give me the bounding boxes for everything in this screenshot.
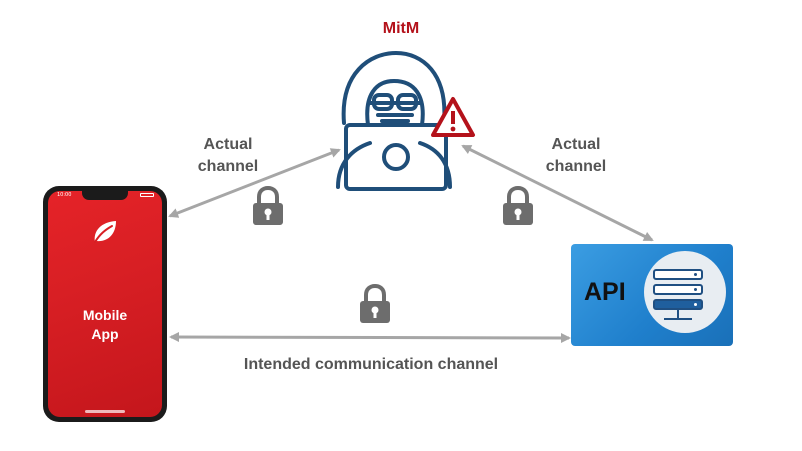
server-unit [653, 284, 703, 295]
actual-channel-left-arrow [168, 148, 341, 218]
actual-channel-right-arrow [461, 144, 654, 242]
server-stand [677, 310, 679, 319]
padlock-icon [503, 186, 533, 225]
padlock-icon [360, 284, 390, 323]
padlock-icon [253, 186, 283, 225]
mobile-app-label: Mobile App [82, 307, 128, 342]
warning-triangle-icon [431, 97, 475, 137]
phone-notch [82, 191, 128, 200]
actual-channel-right-label: Actual channel [545, 136, 607, 175]
home-indicator [85, 410, 125, 413]
intended-channel-label: Intended communication channel [243, 356, 499, 373]
server-unit [653, 269, 703, 280]
phone-screen: 10:00 Mobile App [48, 191, 162, 417]
battery-icon [140, 193, 154, 197]
server-base [664, 318, 692, 320]
api-box: API [571, 244, 733, 346]
mobile-phone: 10:00 Mobile App [43, 186, 167, 422]
intended-channel-arrow [169, 332, 571, 343]
server-unit [653, 299, 703, 310]
api-label: API [584, 278, 626, 306]
actual-channel-left-label: Actual channel [197, 136, 259, 175]
mitm-title: MitM [382, 20, 420, 37]
phone-time: 10:00 [57, 192, 72, 198]
leaf-logo-icon [94, 221, 116, 243]
hacker-with-laptop-icon [336, 51, 452, 191]
